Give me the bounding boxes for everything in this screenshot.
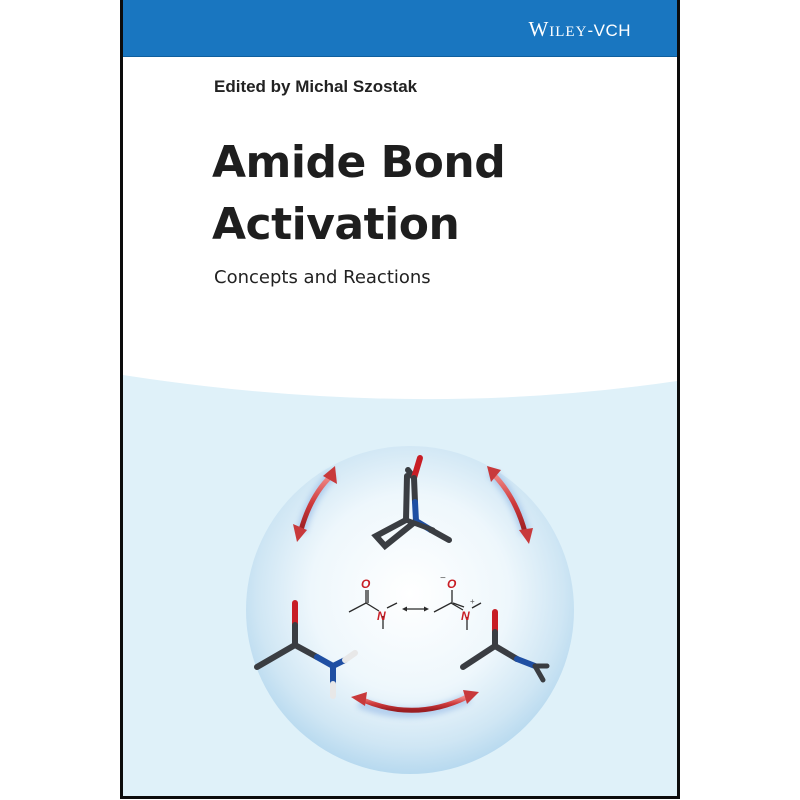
publisher-name-primary: Wiley [528, 17, 588, 41]
resonance-structure-right [433, 590, 482, 630]
double-arrow-left-icon [293, 466, 337, 542]
double-arrow-bottom-icon [351, 690, 479, 713]
publisher-name-secondary: -VCH [587, 21, 631, 40]
double-arrow-right-icon [487, 466, 533, 544]
resonance-left-oxygen: O [361, 577, 371, 591]
book-title: Amide Bond Activation [212, 132, 506, 256]
planar-amide-right-molecule [460, 609, 550, 683]
twisted-amide-molecule [371, 455, 452, 551]
resonance-right-nitrogen: N [461, 609, 470, 623]
publisher-band: Wiley-VCH [123, 0, 677, 57]
planar-amide-left-molecule [254, 600, 358, 699]
book-subtitle: Concepts and Reactions [214, 267, 431, 288]
sphere [246, 446, 574, 774]
book-title-line-1: Amide Bond [212, 137, 506, 188]
resonance-right-nitrogen-charge: + [470, 597, 475, 606]
resonance-right-oxygen: O [447, 577, 457, 591]
resonance-arrow-icon [402, 606, 429, 612]
resonance-left-nitrogen: N [377, 609, 386, 623]
cover-artwork: O N − O N + [123, 375, 677, 796]
resonance-structure-left [348, 590, 398, 629]
editor-line: Edited by Michal Szostak [214, 77, 418, 96]
book-title-line-2: Activation [212, 199, 460, 250]
publisher-logo: Wiley-VCH [528, 17, 631, 42]
resonance-right-oxygen-charge: − [440, 573, 446, 584]
book-cover: O N − O N + Wiley-VCH Edited by Michal S… [120, 0, 680, 799]
